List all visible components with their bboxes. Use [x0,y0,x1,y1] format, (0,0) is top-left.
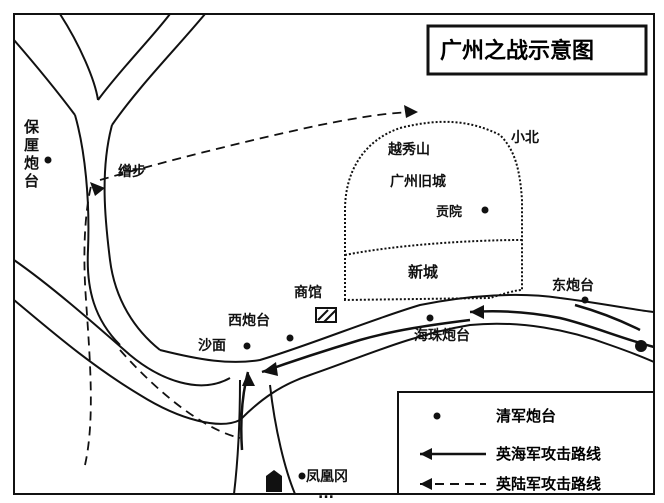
river-main-south-bank [239,322,655,421]
label-bottom-cut: ... [318,486,334,502]
river-top-right-b [111,13,206,126]
marker-shamian [243,342,251,350]
label-shangguan: 商馆 [294,284,322,301]
river-central-left [74,114,121,346]
navy-arrow-east [470,305,484,319]
title-box: 广州之战示意图 [426,24,648,76]
map-frame [13,13,655,495]
map-labels: 保 厘 炮 台 缯步 越秀山 小北 广州旧城 贡院 新城 商馆 西炮台 东炮台 … [23,118,594,502]
river-lower-left-b [13,299,241,425]
label-dong-paotai: 东炮台 [552,277,594,294]
legend-army-arrow [420,478,432,490]
fort-xi [286,334,294,342]
map-title: 广州之战示意图 [440,38,594,64]
label-shamian: 沙面 [198,338,226,354]
army-route-west-leg [83,181,93,466]
legend-army-label: 英陆军攻击路线 [496,475,601,493]
navy-route-central-segment [261,318,471,374]
navy-route-east-segment [469,310,655,349]
army-route-north-leg [99,111,419,181]
legend-fort-label: 清军炮台 [496,407,556,425]
river-lines [13,13,655,495]
label-nibu: 缯步 [118,163,146,180]
fort-haizhu [426,314,434,322]
old-new-city-divider [344,239,523,256]
legend-navy-label: 英海军攻击路线 [496,445,601,463]
army-arrow-nibu [90,182,105,196]
river-lower-left-a [13,259,231,387]
legend-navy-arrow [420,448,432,460]
river-top-left-a [13,39,76,116]
river-top-right-a [97,13,171,101]
legend: 清军炮台 英海军攻击路线 英陆军攻击路线 [397,391,655,495]
fort-baoli [44,156,52,164]
army-route-south-leg [119,349,241,439]
ship-marker-east [635,340,647,352]
trade-house-block [315,307,337,323]
fort-dong [581,296,589,304]
army-arrow-yuexiu [404,105,418,118]
river-south-a [233,379,241,495]
label-xiaobei: 小北 [511,130,539,146]
army-route [83,111,419,466]
navy-arrow-south [242,372,255,386]
label-yuexiu: 越秀山 [387,141,430,158]
label-xi-paotai: 西炮台 [228,312,270,329]
army-route-arrowheads [90,105,418,196]
river-main-north-bank [159,293,655,363]
legend-fort-symbol [433,412,441,420]
river-central-right [103,124,161,351]
legend-box [397,391,655,495]
label-baoli: 保 厘 炮 台 [23,118,44,190]
label-fenghuang: 凤凰冈 [306,469,348,485]
river-top-left-b [59,13,99,101]
label-new-city: 新城 [408,263,438,281]
fort-markers [44,156,647,492]
label-gongyuan: 贡院 [436,204,462,220]
old-city-wall [344,120,523,302]
navy-route-east-upper [574,303,641,332]
river-south-b [269,384,296,495]
ship-marker-south [266,470,282,492]
label-haizhu: 海珠炮台 [414,327,470,344]
navy-arrow-central [262,362,278,376]
label-old-city: 广州旧城 [390,173,446,190]
marker-gongyuan [481,206,489,214]
navy-route-arrowheads [242,305,484,386]
marker-fenghuang [298,472,306,480]
